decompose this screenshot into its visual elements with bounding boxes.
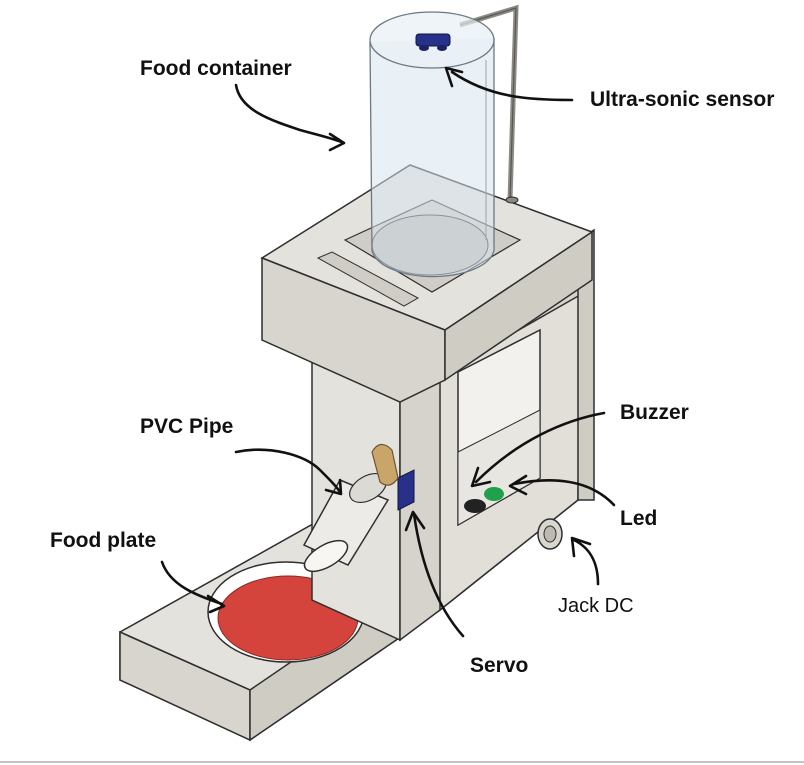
label-servo: Servo — [470, 655, 528, 676]
label-pvc-pipe: PVC Pipe — [140, 416, 233, 437]
food-container — [370, 12, 494, 277]
arrow-jack-dc — [572, 538, 598, 584]
dc-jack — [538, 519, 562, 549]
label-led: Led — [620, 508, 657, 529]
label-food-container: Food container — [140, 58, 292, 79]
arrow-food-container — [236, 85, 344, 150]
buzzer-component — [464, 499, 486, 513]
led-component — [484, 487, 504, 501]
label-jack-dc: Jack DC — [558, 596, 634, 616]
label-food-plate: Food plate — [50, 530, 156, 551]
label-buzzer: Buzzer — [620, 402, 689, 423]
label-ultrasonic-sensor: Ultra-sonic sensor — [590, 89, 774, 110]
